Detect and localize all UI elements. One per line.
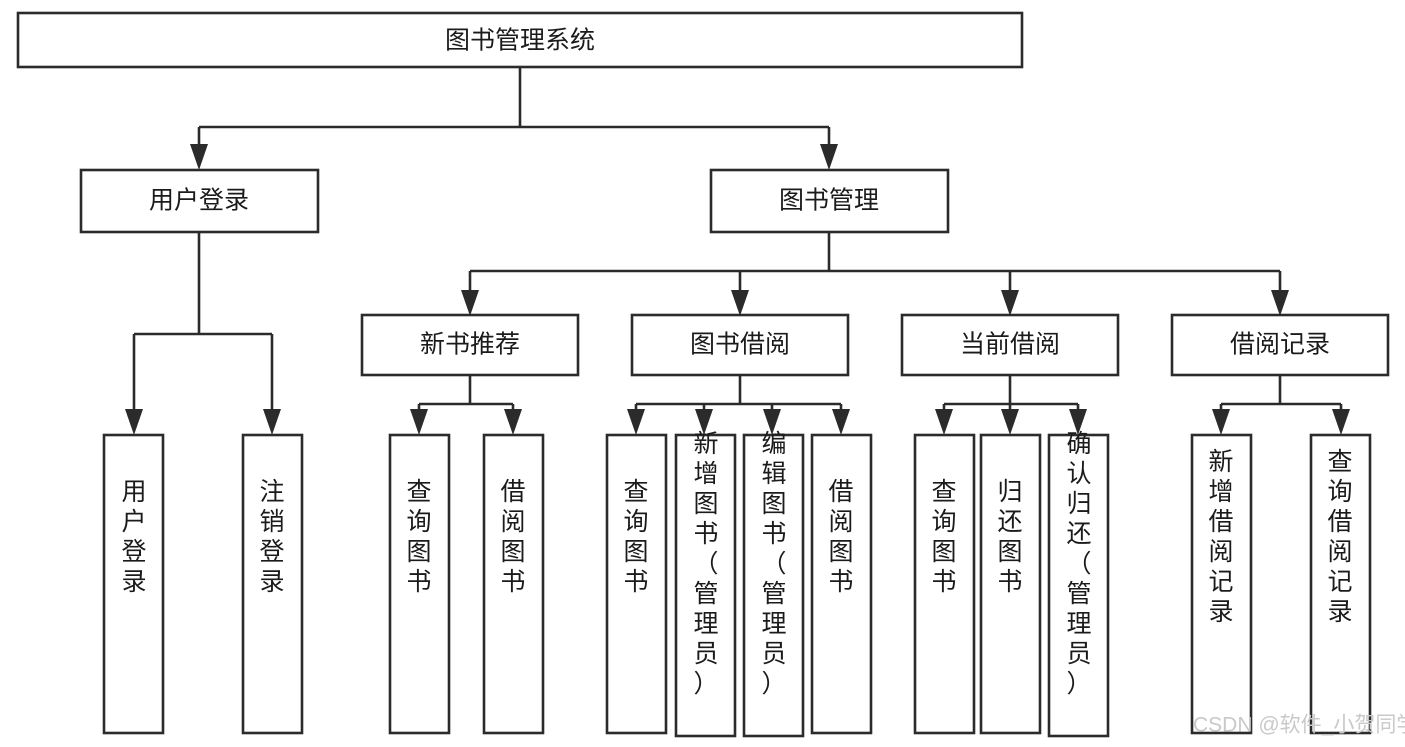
node-leaf-query-book-2[interactable]: 查询图书 <box>605 433 668 735</box>
node-current-borrow[interactable]: 当前借阅 <box>900 313 1120 377</box>
connector-group-book-borrow <box>627 375 850 435</box>
node-leaf-add-record-label: 新增借阅记录 <box>1208 448 1233 626</box>
node-borrow-record-box[interactable] <box>1170 313 1390 377</box>
node-new-book-recommend-label: 新书推荐 <box>420 331 520 359</box>
node-root-box[interactable] <box>16 11 1024 69</box>
arrow-icon-bm-borrow-record <box>1271 290 1289 316</box>
connector-group-current-borrow <box>935 375 1087 435</box>
node-user-login-label: 用户登录 <box>149 187 249 215</box>
connector-group-user-login <box>125 232 281 435</box>
arrow-icon-cb-leaf-1 <box>935 409 953 435</box>
node-leaf-borrow-book-1-label: 借阅图书 <box>500 478 525 596</box>
node-leaf-query-book-2-box[interactable] <box>605 433 668 735</box>
node-book-management[interactable]: 图书管理 <box>709 168 950 234</box>
node-current-borrow-box[interactable] <box>900 313 1120 377</box>
node-book-management-label: 图书管理 <box>779 187 879 215</box>
arrow-icon-bb-leaf-1 <box>627 409 645 435</box>
node-leaf-return-book[interactable]: 归还图书 <box>979 433 1042 735</box>
node-borrow-record-label: 借阅记录 <box>1230 331 1330 359</box>
node-leaf-borrow-book-2-label: 借阅图书 <box>828 478 853 596</box>
node-new-book-recommend-box[interactable] <box>360 313 580 377</box>
arrow-icon-user-login-leaf-1 <box>125 409 143 435</box>
watermark-label: CSDN @软件_小贺同学 <box>1193 714 1405 737</box>
node-user-login[interactable]: 用户登录 <box>79 168 320 234</box>
node-book-borrow[interactable]: 图书借阅 <box>630 313 850 377</box>
node-book-management-box[interactable] <box>709 168 950 234</box>
node-leaf-query-book-3-label: 查询图书 <box>931 478 956 596</box>
arrow-icon-user-login-leaf-2 <box>263 409 281 435</box>
node-leaf-borrow-book-1-box[interactable] <box>482 433 545 735</box>
node-leaf-user-login[interactable]: 用户登录 <box>102 433 165 735</box>
node-leaf-return-book-box[interactable] <box>979 433 1042 735</box>
node-root[interactable]: 图书管理系统 <box>16 11 1024 69</box>
arrow-icon-bm-new-book <box>461 290 479 316</box>
node-leaf-add-book[interactable]: 新增图书（管理员） <box>674 430 737 738</box>
node-leaf-query-book-1-box[interactable] <box>388 433 451 735</box>
node-book-borrow-label: 图书借阅 <box>690 331 790 359</box>
connector-group-root <box>190 67 838 170</box>
connector-group-book-management <box>461 232 1289 316</box>
arrow-icon-root-user-login <box>190 144 208 170</box>
node-leaf-query-record[interactable]: 查询借阅记录 <box>1309 433 1372 735</box>
node-leaf-confirm-return-box[interactable] <box>1047 433 1110 738</box>
arrow-icon-cb-leaf-2 <box>1001 409 1019 435</box>
node-leaf-borrow-book-2-box[interactable] <box>810 433 873 735</box>
node-leaf-query-record-box[interactable] <box>1309 433 1372 735</box>
node-leaf-edit-book-box[interactable] <box>742 433 805 738</box>
node-leaf-confirm-return[interactable]: 确认归还（管理员） <box>1047 430 1110 738</box>
arrow-icon-bm-book-borrow <box>731 290 749 316</box>
node-leaf-query-book-2-label: 查询图书 <box>623 478 648 596</box>
node-book-borrow-box[interactable] <box>630 313 850 377</box>
node-new-book-recommend[interactable]: 新书推荐 <box>360 313 580 377</box>
node-leaf-query-record-label: 查询借阅记录 <box>1327 448 1352 626</box>
node-leaf-query-book-3[interactable]: 查询图书 <box>913 433 976 735</box>
node-leaf-add-book-box[interactable] <box>674 433 737 738</box>
connector-group-borrow-record <box>1212 375 1350 435</box>
node-leaf-add-record-box[interactable] <box>1190 433 1253 735</box>
node-leaf-query-book-1[interactable]: 查询图书 <box>388 433 451 735</box>
arrow-icon-nbr-leaf-2 <box>504 409 522 435</box>
node-leaf-query-book-1-label: 查询图书 <box>406 478 431 596</box>
node-leaf-confirm-return-label: 确认归还（管理员） <box>1066 430 1091 698</box>
node-leaf-query-book-3-box[interactable] <box>913 433 976 735</box>
arrow-icon-bb-leaf-4 <box>832 409 850 435</box>
node-leaf-borrow-book-1[interactable]: 借阅图书 <box>482 433 545 735</box>
node-leaf-logout-login[interactable]: 注销登录 <box>241 433 304 735</box>
node-leaf-borrow-book-2[interactable]: 借阅图书 <box>810 433 873 735</box>
node-leaf-user-login-box[interactable] <box>102 433 165 735</box>
node-current-borrow-label: 当前借阅 <box>960 331 1060 359</box>
connector-group-new-book-recommend <box>410 375 522 435</box>
arrow-icon-nbr-leaf-1 <box>410 409 428 435</box>
node-leaf-logout-login-box[interactable] <box>241 433 304 735</box>
arrow-icon-bm-current-borrow <box>1001 290 1019 316</box>
node-leaf-add-book-label: 新增图书（管理员） <box>693 430 718 698</box>
node-leaf-user-login-label: 用户登录 <box>121 478 146 596</box>
node-leaf-edit-book-label: 编辑图书（管理员） <box>761 430 786 698</box>
node-root-label: 图书管理系统 <box>445 27 595 55</box>
node-leaf-logout-login-label: 注销登录 <box>259 478 284 596</box>
arrow-icon-br-leaf-2 <box>1332 409 1350 435</box>
node-leaf-return-book-label: 归还图书 <box>997 478 1022 596</box>
arrow-icon-br-leaf-1 <box>1212 409 1230 435</box>
node-leaf-edit-book[interactable]: 编辑图书（管理员） <box>742 430 805 738</box>
arrow-icon-root-book-management <box>820 144 838 170</box>
node-leaf-add-record[interactable]: 新增借阅记录 <box>1190 433 1253 735</box>
node-borrow-record[interactable]: 借阅记录 <box>1170 313 1390 377</box>
node-user-login-box[interactable] <box>79 168 320 234</box>
